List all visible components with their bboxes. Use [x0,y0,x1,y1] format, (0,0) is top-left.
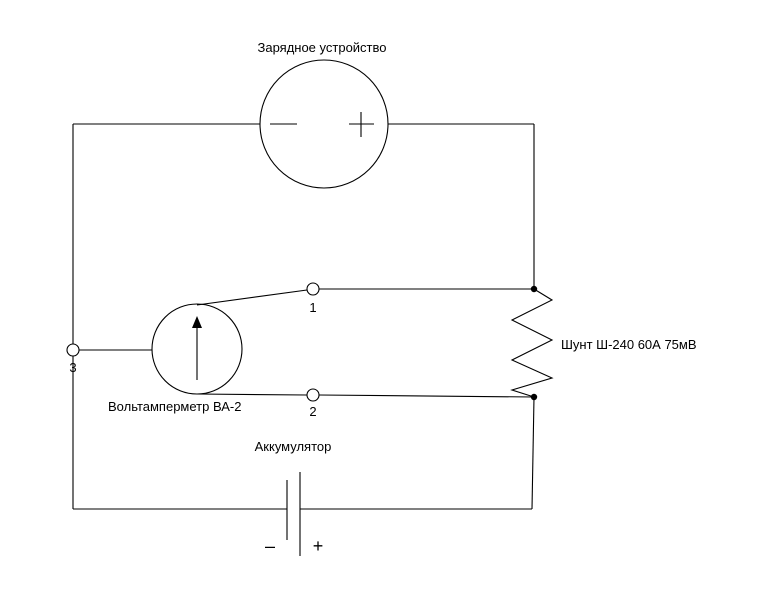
wire-terminal2-to-shunt [318,394,535,398]
terminal-1 [306,282,320,296]
battery-label: Аккумулятор [255,439,332,454]
battery: Аккумулятор – + [255,439,332,556]
terminal-3 [66,343,80,357]
voltammeter-label: Вольтамперметр ВА-2 [108,399,241,414]
shunt-resistor [510,288,554,398]
terminal-1-label: 1 [309,300,316,315]
wire-meter-to-terminal1 [196,289,308,306]
shunt-label: Шунт Ш-240 60А 75мВ [561,337,697,352]
wire-meter-to-terminal2 [196,393,308,396]
charger-label: Зарядное устройство [257,40,386,55]
voltammeter: Вольтамперметр ВА-2 [108,303,243,414]
voltammeter-circle [151,303,243,395]
battery-minus-sign: – [265,536,275,556]
terminal-3-label: 3 [69,360,76,375]
charger: Зарядное устройство [257,40,389,189]
needle-arrow-icon [192,316,202,328]
battery-plus-sign: + [313,536,324,556]
shunt: Шунт Ш-240 60А 75мВ [510,285,697,401]
terminal-2 [306,388,320,402]
wire-right-lower [531,396,535,510]
terminal-2-label: 2 [309,404,316,419]
